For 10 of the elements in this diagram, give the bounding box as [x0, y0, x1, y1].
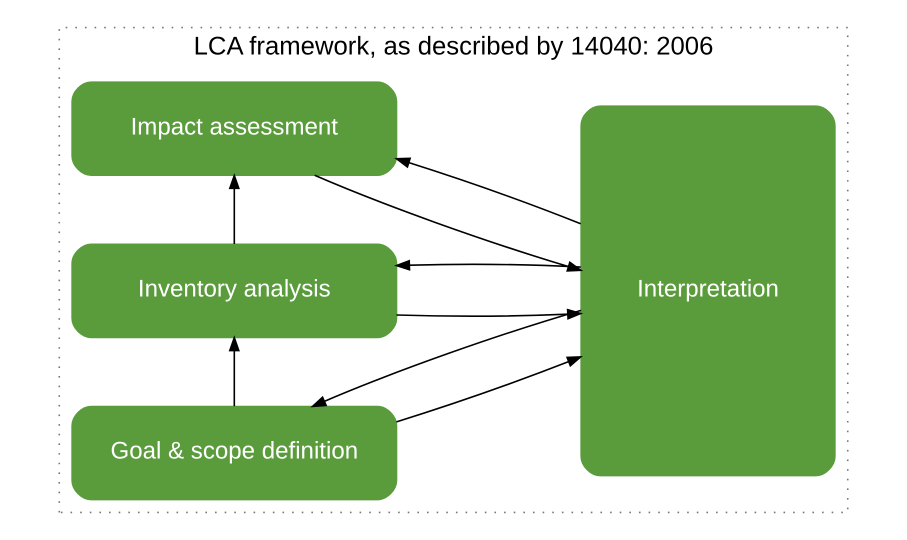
node-box: Goal & scope definition [71, 406, 398, 500]
arrow [228, 335, 240, 406]
node-box: Interpretation [580, 105, 836, 476]
node-box: Inventory analysis [71, 244, 398, 338]
arrow [394, 158, 581, 225]
arrow [228, 173, 240, 244]
arrow [396, 356, 583, 423]
arrow [310, 310, 582, 408]
arrow [394, 260, 581, 271]
node-box: Impact assessment [71, 81, 398, 176]
